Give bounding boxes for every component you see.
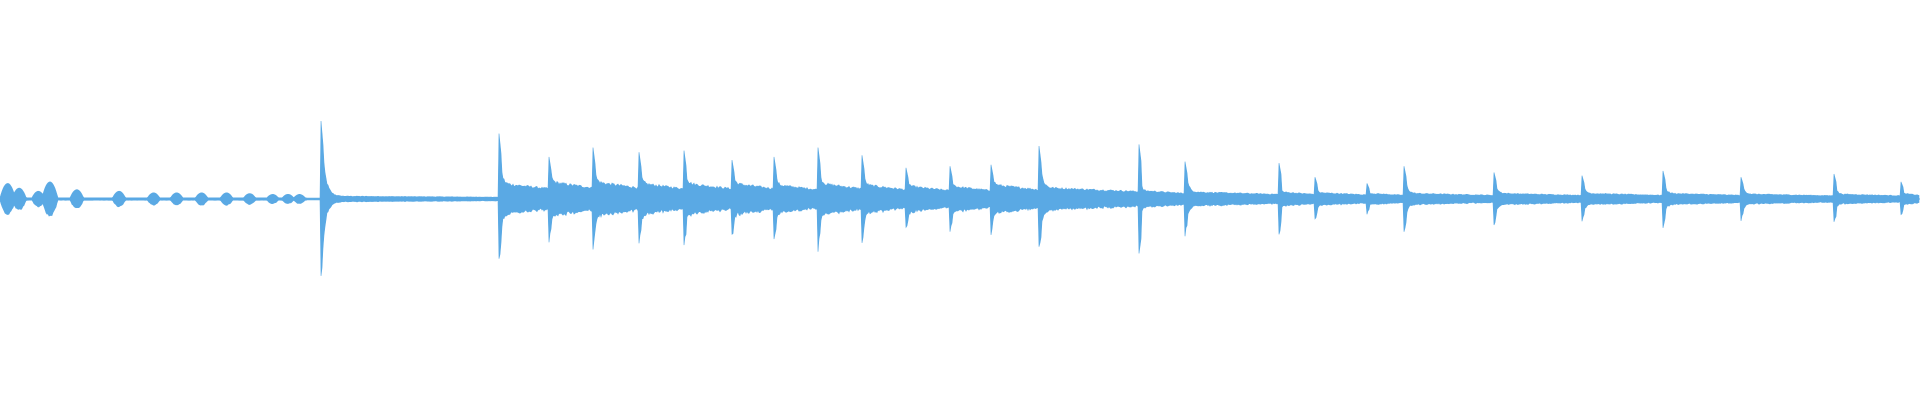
waveform-trace [0, 120, 1920, 276]
